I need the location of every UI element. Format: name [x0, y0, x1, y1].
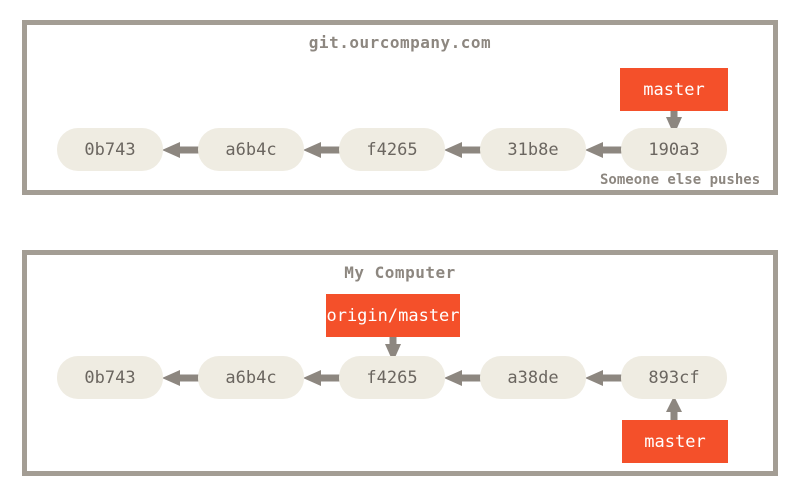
commit-id: 893cf	[648, 367, 700, 388]
local-label-master-text: master	[644, 431, 706, 452]
commit-id: f4265	[366, 139, 418, 160]
commit-node-893cf-local[interactable]: 893cf	[621, 356, 727, 399]
commit-id: 0b743	[84, 139, 136, 160]
commit-id: a6b4c	[225, 139, 277, 160]
commit-node-a38de-local[interactable]: a38de	[480, 356, 586, 399]
server-label-master-text: master	[643, 79, 705, 100]
commit-node-a6b4c-local[interactable]: a6b4c	[198, 356, 304, 399]
commit-node-0b743-local[interactable]: 0b743	[57, 356, 163, 399]
commit-id: 190a3	[648, 139, 700, 160]
commit-id: f4265	[366, 367, 418, 388]
local-label-origin-master-text: origin/master	[326, 305, 460, 326]
commit-id: a38de	[507, 367, 559, 388]
server-label-master[interactable]: master	[620, 68, 728, 111]
commit-node-f4265-server[interactable]: f4265	[339, 128, 445, 171]
server-annotation-someone-else-pushes: Someone else pushes	[600, 172, 761, 188]
commit-node-a6b4c-server[interactable]: a6b4c	[198, 128, 304, 171]
commit-id: 0b743	[84, 367, 136, 388]
commit-node-31b8e-server[interactable]: 31b8e	[480, 128, 586, 171]
commit-id: 31b8e	[507, 139, 559, 160]
local-label-origin-master[interactable]: origin/master	[326, 294, 460, 337]
server-panel-title: git.ourcompany.com	[308, 33, 492, 52]
local-label-master[interactable]: master	[622, 420, 728, 463]
commit-node-f4265-local[interactable]: f4265	[339, 356, 445, 399]
commit-node-190a3-server[interactable]: 190a3	[621, 128, 727, 171]
local-panel-title: My Computer	[344, 263, 456, 282]
commit-id: a6b4c	[225, 367, 277, 388]
commit-node-0b743-server[interactable]: 0b743	[57, 128, 163, 171]
